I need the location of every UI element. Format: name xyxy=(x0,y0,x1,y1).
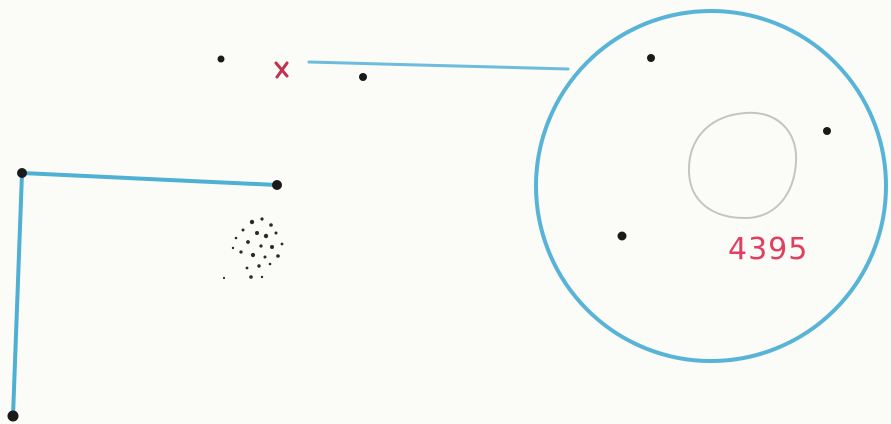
star xyxy=(8,411,19,422)
star xyxy=(272,180,282,190)
star xyxy=(823,127,831,135)
star xyxy=(359,73,367,81)
star xyxy=(647,54,655,62)
star xyxy=(218,56,225,63)
star xyxy=(618,232,627,241)
field-label-4395: 4395 xyxy=(728,232,808,267)
star xyxy=(17,168,27,178)
